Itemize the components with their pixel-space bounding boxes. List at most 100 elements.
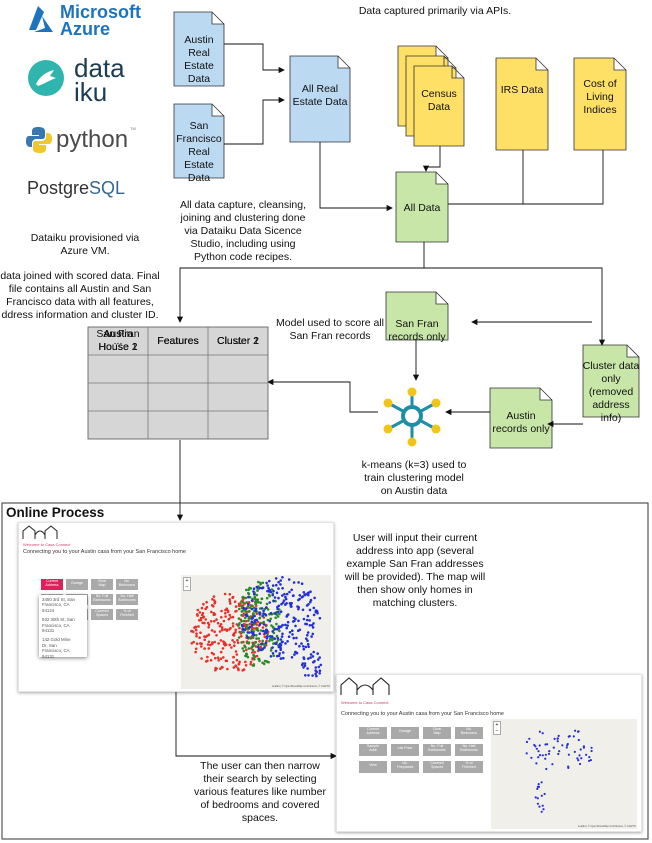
table-cell-cluster: Cluster 2 [216, 334, 259, 347]
kmeans-hub-icon [383, 387, 441, 447]
table-cell-features: ... [173, 334, 183, 347]
filter-button[interactable]: List Price [391, 744, 419, 756]
doc-all-re [289, 55, 351, 143]
zoom-control[interactable]: +− [183, 577, 191, 591]
doc-irs [495, 57, 549, 151]
casa-connect-logo-icon [22, 525, 58, 539]
arrow-alldata-to-table [176, 242, 425, 323]
doc-census [413, 65, 465, 147]
logo-python-text: python [56, 126, 129, 153]
filter-button[interactable]: Current Address [41, 579, 63, 590]
arrow-app-to-app2 [175, 688, 337, 760]
doc-sf-only [385, 291, 449, 341]
online-process-title: Online Process [6, 505, 105, 520]
dataiku-bird-icon [28, 60, 64, 96]
doc-austin-re [173, 11, 225, 87]
azure-icon [29, 6, 53, 32]
filter-button[interactable]: Clear Map [91, 579, 113, 590]
app-screenshot-main: Welcome to Casa Connect Connecting you t… [18, 522, 334, 692]
map-attribution: Leaflet | © OpenStreetMap contributors, … [577, 825, 636, 828]
app-welcome-text: Welcome to Casa Connect [23, 542, 71, 547]
popup-address[interactable]: 142 Gold Mine Dr, San Francisco, CA 9413… [42, 637, 71, 659]
filtered-map[interactable]: +− Leaflet | © OpenStreetMap contributor… [491, 719, 637, 829]
filter-button[interactable]: Covered Spaces [423, 761, 451, 773]
table-cell-cluster: Cluster 2 [216, 334, 259, 347]
note-capture: All data capture, cleansing,joining and … [179, 199, 307, 263]
cluster-map-points [190, 576, 323, 678]
app-subtitle: Connecting you to your Austin casa from … [23, 549, 186, 555]
logo-microsoft-text: Microsoft [60, 2, 141, 22]
logo-sql-text: SQL [89, 178, 126, 198]
arrow-alldata-to-cluster [424, 267, 606, 346]
filter-button[interactable]: % of Finished [455, 761, 483, 773]
popup-address[interactable]: 3450 3rd St, San Francisco, CA 94124 [42, 597, 75, 613]
arrow-census-to-alldata [422, 146, 441, 172]
address-popup: 3450 3rd St, San Francisco, CA 94124 932 … [39, 595, 87, 659]
arrow-sf-to-allre [224, 96, 285, 145]
filter-button[interactable]: % of Finished [116, 609, 138, 620]
filter-button[interactable]: No. Half Bathrooms [455, 744, 483, 756]
note-api: Data captured primarily via APIs. [358, 5, 512, 17]
table-cell-cluster: ... [233, 334, 243, 347]
popup-address[interactable]: 932 30th St, San Francisco, CA 94131 [42, 617, 75, 634]
table-cell-features: Features [157, 334, 199, 347]
filter-button[interactable]: No. Bedrooms [455, 727, 483, 739]
doc-cluster-only [582, 344, 640, 418]
filter-button[interactable]: No. Half Bathrooms [116, 594, 138, 605]
doc-col [573, 57, 627, 151]
table-cell-features: Features [157, 334, 199, 347]
line-irs [448, 150, 524, 205]
line-col [523, 150, 604, 205]
arrow-austin-to-allre [224, 43, 285, 74]
logo-postgre-text: Postgre [27, 178, 90, 198]
logo-azure-text: Azure [60, 19, 111, 39]
filter-button[interactable]: No. Bedrooms [116, 579, 138, 590]
python-icon [26, 127, 52, 153]
table-cell-features: Features [157, 334, 199, 347]
logo-data-text: data [74, 53, 125, 83]
filter-button[interactable]: Garage [391, 727, 419, 739]
filter-button[interactable]: Current Address [359, 727, 387, 739]
zoom-control[interactable]: +− [493, 721, 501, 735]
filter-button[interactable]: Garage [66, 579, 88, 590]
logo-python-tm: TM [130, 126, 136, 131]
filter-button[interactable]: No. Fireplaces [391, 761, 419, 773]
filter-button[interactable]: View [359, 761, 387, 773]
filter-button[interactable]: Covered Spaces [91, 609, 113, 620]
filter-button[interactable]: No. Full Bathrooms [91, 594, 113, 605]
logo-iku-text: iku [74, 77, 108, 107]
postgresql-logo: PostgreSQL [27, 178, 125, 199]
table-cell-house: ... [113, 334, 123, 347]
table-cell-house: Austin House 2 [98, 328, 138, 353]
cluster-map[interactable]: +− Leaflet | © OpenStreetMap contributor… [181, 575, 331, 689]
table-cell-cluster: Cluster 1 [216, 334, 259, 347]
arrow-allre-to-alldata [319, 142, 393, 212]
app-subtitle: Connecting you to your Austin casa from … [341, 711, 504, 717]
doc-irs-label: IRS Data [500, 84, 544, 96]
arrow-kmeans-to-table [267, 378, 378, 413]
filtered-map-points [525, 729, 593, 813]
filter-button[interactable]: Clear Map [423, 727, 451, 739]
filter-button[interactable]: No. Full Bathrooms [423, 744, 451, 756]
map-attribution: Leaflet | © OpenStreetMap contributors, … [271, 685, 330, 688]
online-process-frame [1, 502, 649, 840]
table-cell-house: Austin House 1 [98, 328, 138, 353]
filter-button[interactable]: Sample Addr [359, 744, 387, 756]
doc-all-data [395, 171, 449, 243]
app-welcome-text: Welcome to Casa Connect [341, 700, 389, 705]
results-table [87, 326, 269, 440]
doc-all-data-label: All Data [403, 202, 441, 214]
table-cell-house: San Fran House 1 [96, 328, 140, 353]
